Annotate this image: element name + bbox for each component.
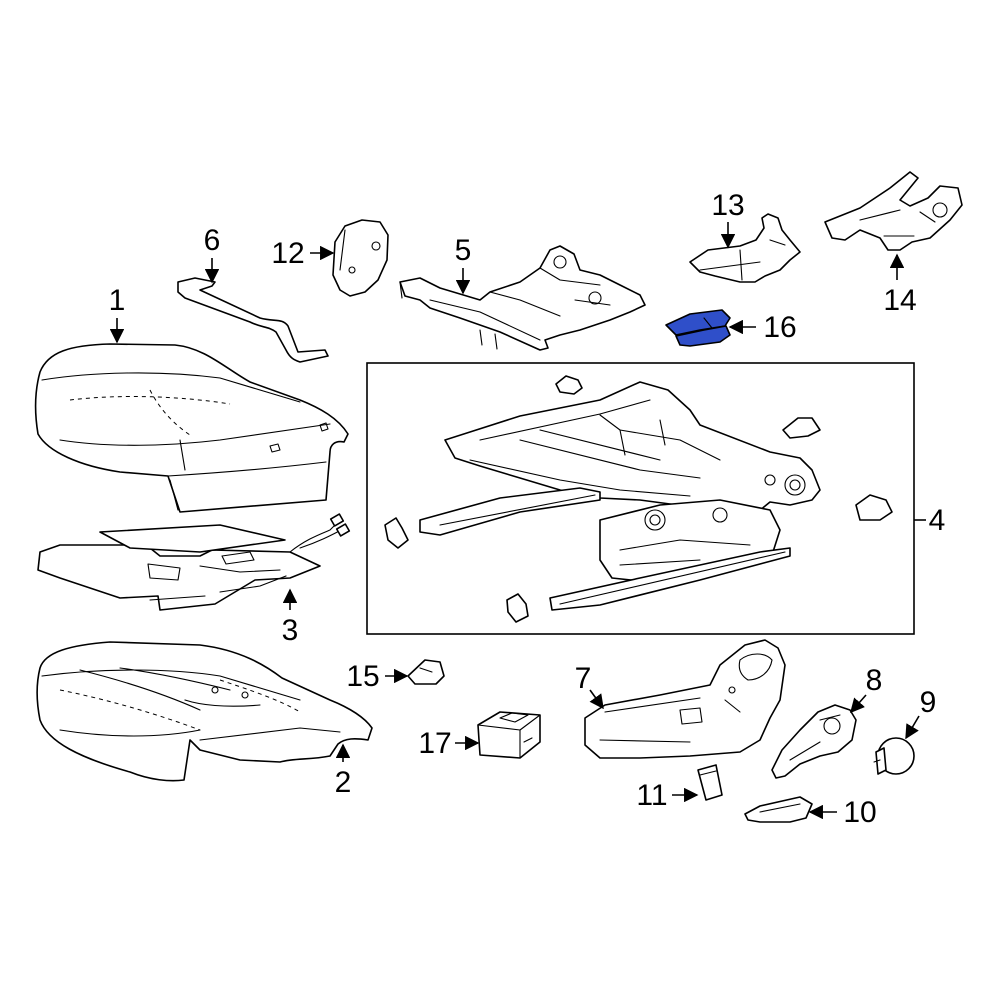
callout-11[interactable]: 11 [636,779,667,812]
part-15-clip[interactable] [407,659,445,685]
callout-15[interactable]: 15 [346,660,379,693]
callout-5[interactable]: 5 [455,234,472,267]
callout-1[interactable]: 1 [109,284,126,317]
part-8-adjust-knob[interactable] [771,704,857,779]
part-11-bracket[interactable] [697,764,723,801]
part-10-knob[interactable] [744,796,813,823]
part-2-cushion-pad[interactable] [36,641,373,782]
part-16-bracket-highlighted[interactable] [665,309,731,347]
callout-3[interactable]: 3 [282,614,299,647]
leader-lines [109,222,920,820]
part-4-seat-frame-assembly[interactable] [366,362,926,635]
callout-12[interactable]: 12 [271,237,304,270]
callout-16[interactable]: 16 [763,311,796,344]
part-12-cover[interactable] [332,219,389,297]
part-14-recliner-bracket[interactable] [824,171,963,251]
callout-13[interactable]: 13 [711,189,744,222]
part-5-adjuster-assembly[interactable] [399,245,646,351]
callout-10[interactable]: 10 [843,796,876,829]
callout-8[interactable]: 8 [866,664,883,697]
part-6-rod[interactable] [177,277,329,363]
frame-group-box [366,362,915,635]
part-9-cap[interactable] [873,737,915,775]
callout-labels: 1 2 3 4 5 6 7 8 9 10 11 12 13 14 15 16 1… [109,189,946,829]
part-13-bracket[interactable] [689,213,801,283]
callout-4[interactable]: 4 [929,504,946,537]
callout-14[interactable]: 14 [883,284,916,317]
callout-7[interactable]: 7 [575,662,592,695]
part-3-seat-heater[interactable] [37,513,351,611]
callout-17[interactable]: 17 [418,727,451,760]
part-7-side-shield[interactable] [584,639,786,759]
callout-9[interactable]: 9 [920,686,937,719]
callout-6[interactable]: 6 [204,224,221,257]
part-17-control-module[interactable] [477,711,541,759]
callout-2[interactable]: 2 [335,766,352,799]
part-1-seat-cushion-cover[interactable] [34,343,349,513]
